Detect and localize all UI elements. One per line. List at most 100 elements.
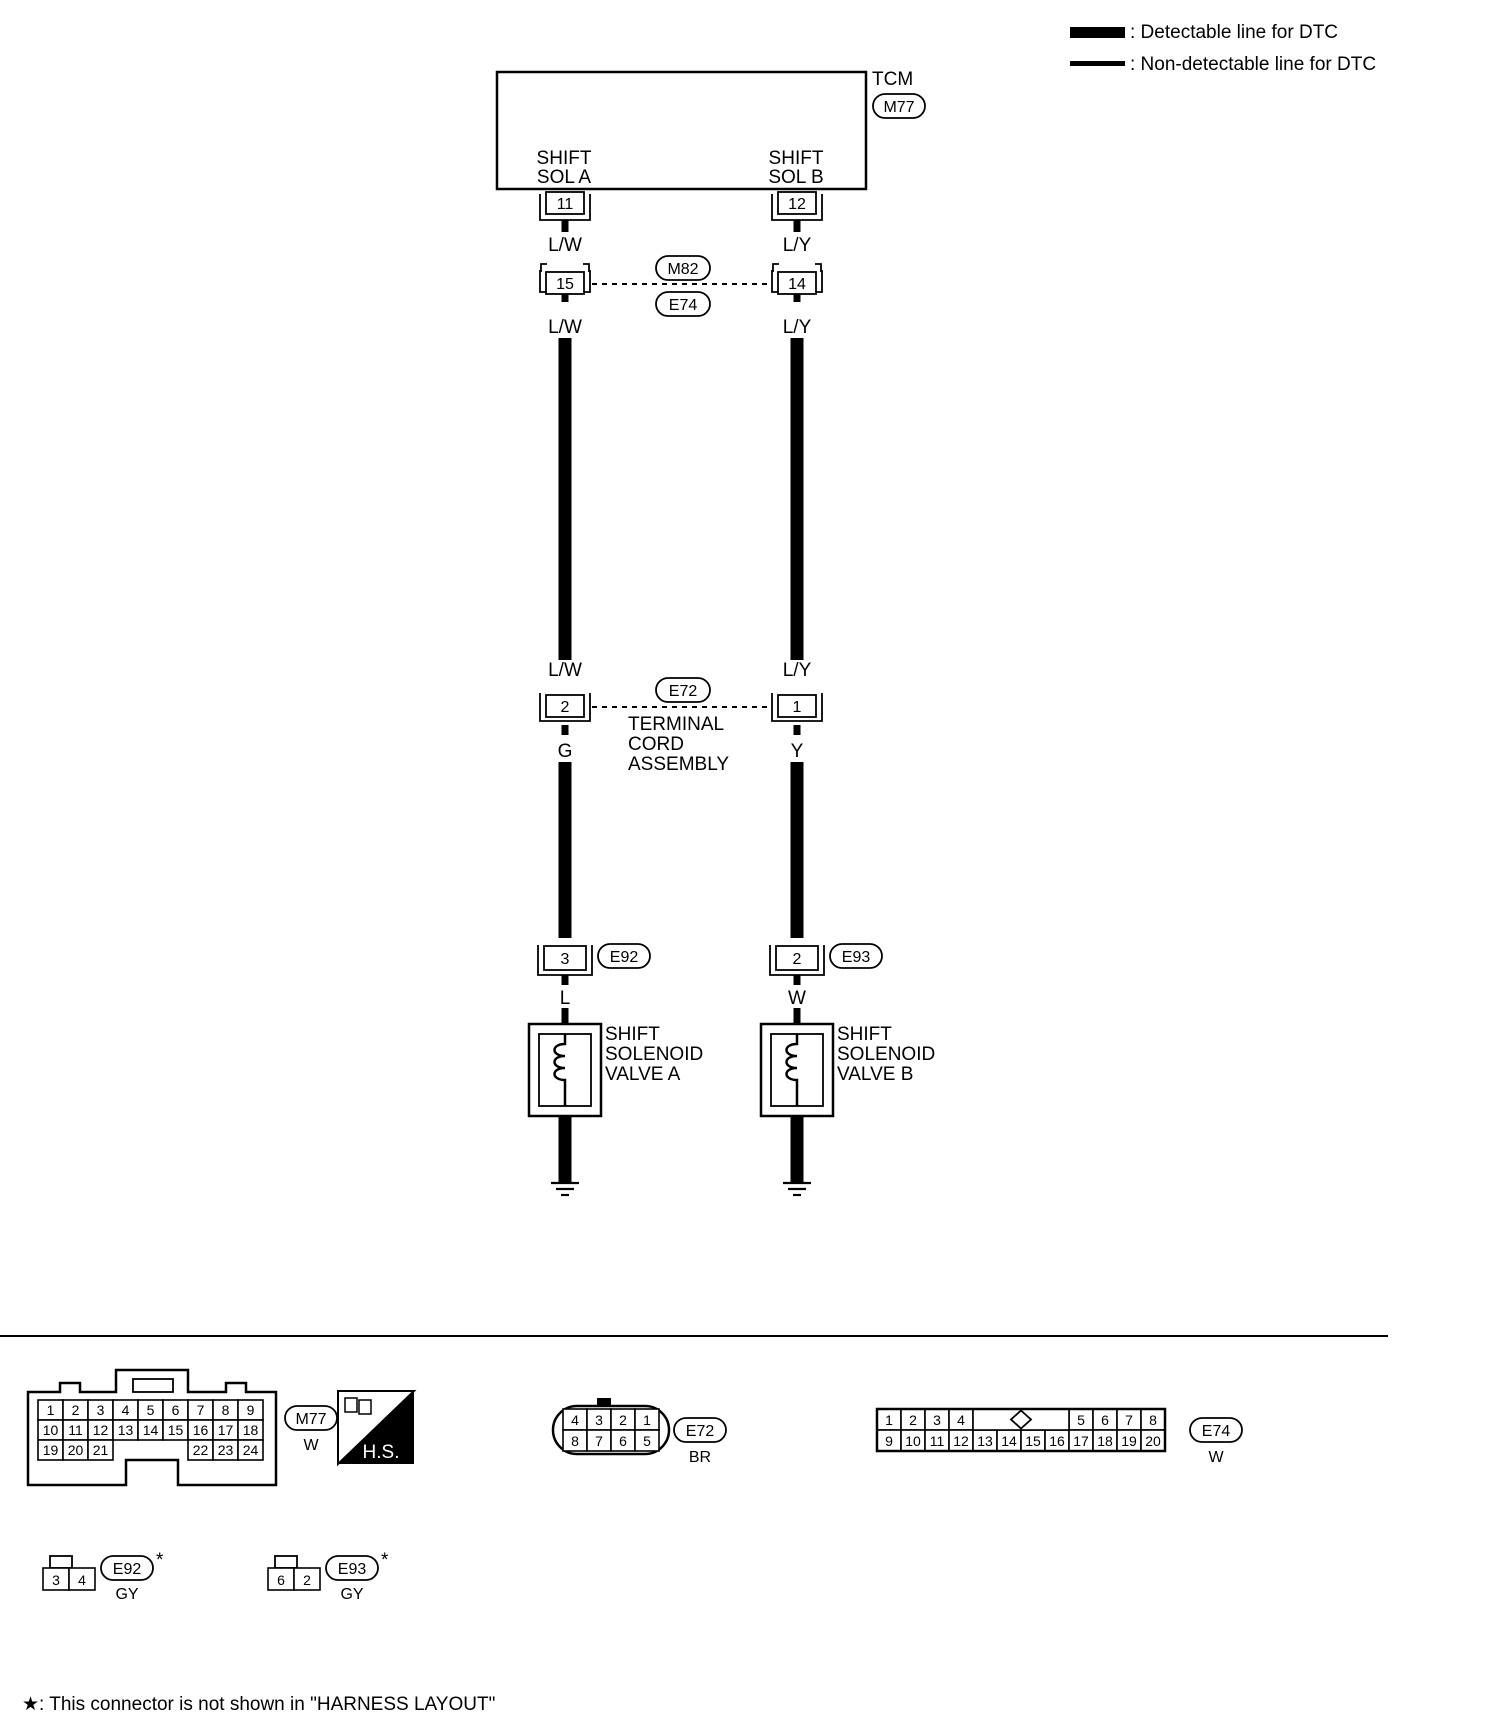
m77-pin-13: 13 xyxy=(118,1422,134,1438)
m77-pin-23: 23 xyxy=(218,1442,234,1458)
e72-view-oval xyxy=(673,1417,727,1443)
e74-view-pin-20: 20 xyxy=(1145,1433,1161,1449)
wire-labels: L/W L/Y L/W L/Y L/W L/Y G Y L W xyxy=(548,235,811,1009)
m77-pin-19: 19 xyxy=(43,1442,59,1458)
valve-a-label-3: VALVE A xyxy=(605,1064,681,1085)
e93-view-pin-6: 6 xyxy=(277,1572,285,1588)
m77-pin-9: 9 xyxy=(247,1402,255,1418)
e74-view-pin-15: 15 xyxy=(1025,1433,1041,1449)
m77-pin-2: 2 xyxy=(72,1402,80,1418)
m77-pin-8: 8 xyxy=(222,1402,230,1418)
e93-view-star: * xyxy=(381,1550,389,1571)
m77-color: W xyxy=(303,1437,319,1454)
e72-view-pin-8: 8 xyxy=(571,1433,579,1449)
hs-label: H.S. xyxy=(363,1442,400,1463)
e74-view-pin-11: 11 xyxy=(930,1433,945,1449)
e92-pin-3-box xyxy=(543,945,587,971)
wire-color-l: L xyxy=(560,988,571,1009)
joint-pin-15-box xyxy=(545,271,585,295)
tcm-unit: TCM M77 SHIFT SOL A SHIFT SOL B xyxy=(495,69,926,191)
connector-view-e92: 3 4 E92 * GY xyxy=(42,1550,164,1603)
shift-sol-b-line1: SHIFT xyxy=(769,148,824,169)
m77-pin-10: 10 xyxy=(43,1422,59,1438)
e74-view-pin-3: 3 xyxy=(933,1412,941,1428)
m77-pin-1: 1 xyxy=(47,1402,55,1418)
solenoid-valve-a: 3 E92 SHIFT SOLENOID VALVE A xyxy=(527,943,703,1197)
e93-pin-2: 2 xyxy=(793,951,802,968)
e74-view-pin-4: 4 xyxy=(957,1412,965,1428)
e72-pin-2: 2 xyxy=(561,699,570,716)
joint-e74-oval xyxy=(655,291,711,317)
joint-m82-e74: 15 14 M82 E74 xyxy=(539,255,823,317)
e93-oval xyxy=(829,943,883,969)
e72-view-id: E72 xyxy=(686,1423,715,1440)
e74-view-pin-13: 13 xyxy=(977,1433,993,1449)
joint-m82-id: M82 xyxy=(667,261,698,278)
e72-view-pin-4: 4 xyxy=(571,1412,579,1428)
ground-a-icon xyxy=(551,1181,579,1197)
wire-color-ly-2: L/Y xyxy=(783,317,812,338)
e74-view-pin-14: 14 xyxy=(1001,1433,1017,1449)
m77-pin-12: 12 xyxy=(93,1422,109,1438)
wire-color-ly-3: L/Y xyxy=(783,660,812,681)
e74-view-id: E74 xyxy=(1202,1423,1231,1440)
m77-pin-5: 5 xyxy=(147,1402,155,1418)
wire-color-g: G xyxy=(558,741,573,762)
e74-view-pin-2: 2 xyxy=(909,1412,917,1428)
e72-view-pin-5-box xyxy=(634,1429,660,1452)
m77-pin-17: 17 xyxy=(218,1422,234,1438)
wire-color-lw-3: L/W xyxy=(548,660,582,681)
e74-view-pin-19: 19 xyxy=(1121,1433,1137,1449)
e72-pin-1: 1 xyxy=(793,699,802,716)
shift-sol-b-line2: SOL B xyxy=(768,167,823,188)
joint-m82-oval xyxy=(655,255,711,281)
e74-view-pin-10: 10 xyxy=(905,1433,921,1449)
wire-color-ly-1: L/Y xyxy=(783,235,812,256)
tcm-connector-id: M77 xyxy=(883,99,914,116)
e74-housing xyxy=(875,1407,1167,1453)
legend-non-detectable: : Non-detectable line for DTC xyxy=(1130,54,1376,75)
tcm-pin-11: 11 xyxy=(557,196,574,213)
valve-a-label-1: SHIFT xyxy=(605,1024,660,1045)
wires xyxy=(558,220,804,1182)
e74-view-pin-17: 17 xyxy=(1073,1433,1089,1449)
tcm-pins: 11 12 xyxy=(539,191,823,221)
e93-view-oval xyxy=(325,1555,379,1581)
e72-view-pin-3: 3 xyxy=(595,1412,603,1428)
legend: : Detectable line for DTC : Non-detectab… xyxy=(1070,22,1376,75)
e74-view-pin-16: 16 xyxy=(1049,1433,1065,1449)
e74-view-pin-1: 1 xyxy=(885,1412,893,1428)
valve-b-coil-icon xyxy=(785,1034,799,1106)
e74-key-diamond-icon xyxy=(1009,1409,1033,1430)
e92-view-oval xyxy=(100,1555,154,1581)
m77-pin-20: 20 xyxy=(68,1442,84,1458)
tcm-pin-12: 12 xyxy=(788,196,806,213)
e72-view-pin-6: 6 xyxy=(619,1433,627,1449)
e92-view-id: E92 xyxy=(113,1561,142,1578)
joint-e72: 2 1 E72 TERMINAL CORD ASSEMBLY xyxy=(539,677,823,775)
e72-id: E72 xyxy=(669,683,698,700)
joint-pin-15: 15 xyxy=(556,276,574,293)
e92-view-color: GY xyxy=(115,1586,138,1603)
e92-view-pin-4: 4 xyxy=(78,1572,86,1588)
m77-pin-15: 15 xyxy=(168,1422,184,1438)
tcm-box xyxy=(495,70,868,191)
detectable-line-swatch xyxy=(1070,27,1125,38)
joint-pin-14-box xyxy=(777,271,817,295)
m77-id: M77 xyxy=(295,1411,326,1428)
legend-detectable: : Detectable line for DTC xyxy=(1130,22,1338,43)
valve-b-label-1: SHIFT xyxy=(837,1024,892,1045)
tcm-pin-12-box xyxy=(777,191,817,215)
e72-view-pin-2: 2 xyxy=(619,1412,627,1428)
e92-view-pin-3: 3 xyxy=(52,1572,60,1588)
e72-pin-2-box xyxy=(545,694,585,718)
e92-pin-3: 3 xyxy=(561,951,570,968)
m77-pin-4: 4 xyxy=(122,1402,130,1418)
e92-oval xyxy=(597,943,651,969)
e74-view-pin-12: 12 xyxy=(953,1433,969,1449)
